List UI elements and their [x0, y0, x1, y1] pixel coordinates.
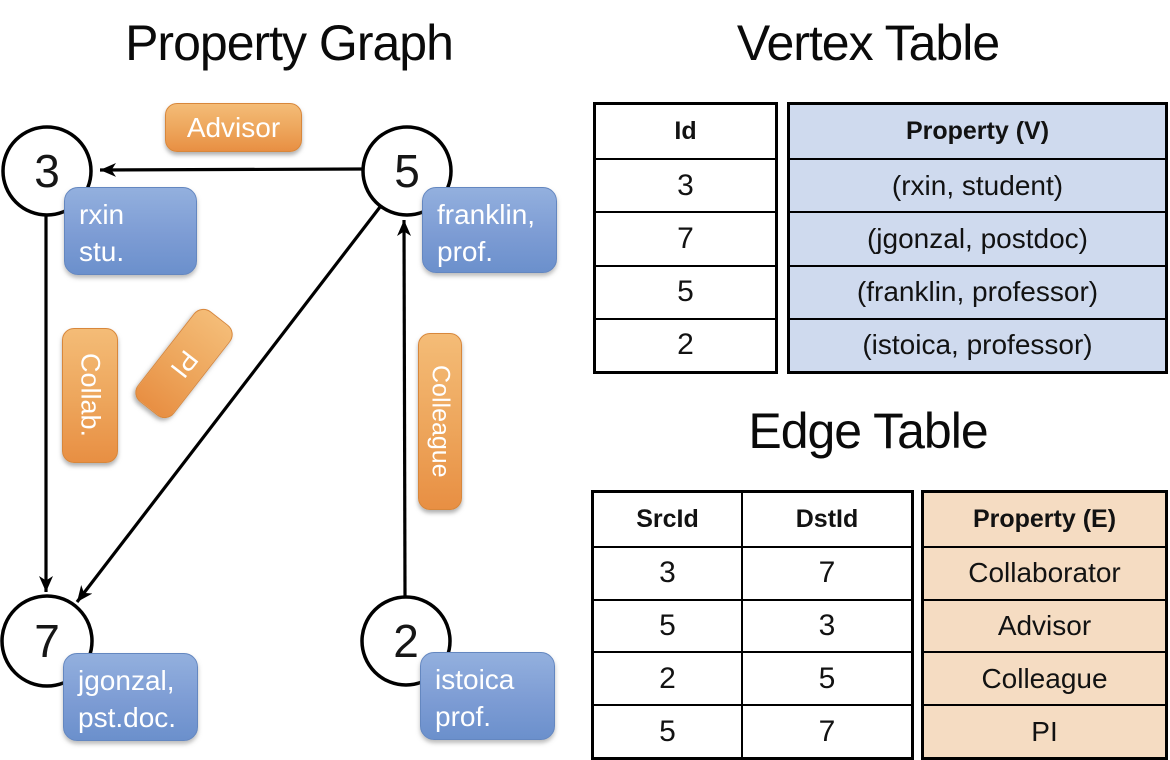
- vertex-box-rxin: rxin stu.: [64, 187, 197, 275]
- vertex-table-property-column: Property (V) (rxin, student) (jgonzal, p…: [787, 102, 1168, 374]
- vertex-box-franklin-line2: prof.: [437, 235, 494, 267]
- vertex-box-franklin-line1: franklin,: [437, 199, 536, 230]
- edge-table-src-header: SrcId: [636, 504, 699, 533]
- edge-advisor-5-to-3: [99, 162, 364, 177]
- edge-table-dst-r1: 3: [741, 598, 911, 652]
- vertex-table-id-r2: 5: [596, 264, 775, 318]
- node-id-7: 7: [34, 615, 60, 667]
- vertex-box-rxin-line2: stu.: [79, 235, 125, 267]
- node-id-3: 3: [34, 145, 60, 197]
- edge-label-collab: Collab.: [62, 328, 118, 463]
- node-id-2: 2: [393, 615, 419, 667]
- edge-table-title: Edge Table: [748, 403, 988, 459]
- edge-table-dst-r0: 7: [741, 545, 911, 599]
- edge-table-src-r3: 5: [594, 704, 741, 757]
- node-id-5: 5: [394, 145, 420, 197]
- edge-table-src-r2: 2: [594, 651, 741, 704]
- edge-table-property-header: Property (E): [924, 493, 1165, 546]
- edge-table-property-column: Property (E) Collaborator Advisor Collea…: [921, 490, 1168, 760]
- edge-colleague-2-to-5: [397, 219, 412, 597]
- edge-label-advisor: Advisor: [165, 103, 302, 152]
- vertex-table-property-r0: (rxin, student): [790, 158, 1165, 212]
- vertex-box-jgonzal-line2: pst.doc.: [78, 701, 177, 733]
- edge-label-colleague: Colleague: [418, 333, 462, 510]
- vertex-table-property-header: Property (V): [790, 105, 1165, 159]
- edge-table-id-columns: SrcId DstId 3 7 5 3 2 5 5 7: [591, 490, 914, 760]
- vertex-table-property-r3: (istoica, professor): [790, 317, 1165, 371]
- vertex-table-id-r0: 3: [596, 158, 775, 211]
- edge-table-property-r2: Colleague: [924, 651, 1165, 705]
- vertex-box-rxin-line1: rxin: [79, 199, 125, 230]
- vertex-box-istoica: istoica prof.: [420, 652, 555, 740]
- edge-table-dst-header: DstId: [741, 493, 911, 546]
- edge-table-property-r1: Advisor: [924, 598, 1165, 652]
- vertex-table-id-header: Id: [674, 117, 697, 146]
- vertex-table-title: Vertex Table: [736, 15, 1000, 71]
- vertex-box-istoica-line1: istoica: [435, 664, 515, 695]
- edge-table-property-r0: Collaborator: [924, 545, 1165, 599]
- edge-table-dst-r3: 7: [741, 704, 911, 757]
- vertex-table-id-column: Id 3 7 5 2: [593, 102, 778, 374]
- edge-table-dst-r2: 5: [741, 651, 911, 705]
- edge-table-property-r3: PI: [924, 704, 1165, 757]
- vertex-table-property-r2: (franklin, professor): [790, 264, 1165, 318]
- edge-pi-5-to-7: [75, 206, 382, 603]
- vertex-box-jgonzal: jgonzal, pst.doc.: [63, 653, 198, 741]
- vertex-table-property-r1: (jgonzal, postdoc): [790, 211, 1165, 265]
- property-graph-title: Property Graph: [125, 15, 454, 71]
- edge-table-src-r1: 5: [594, 598, 741, 652]
- vertex-table-id-r1: 7: [596, 211, 775, 264]
- vertex-box-istoica-line2: prof.: [435, 700, 492, 732]
- vertex-table-id-r3: 2: [596, 317, 775, 371]
- vertex-box-jgonzal-line1: jgonzal,: [78, 665, 175, 696]
- vertex-box-franklin: franklin, prof.: [422, 187, 557, 273]
- edge-table-src-r0: 3: [594, 545, 741, 599]
